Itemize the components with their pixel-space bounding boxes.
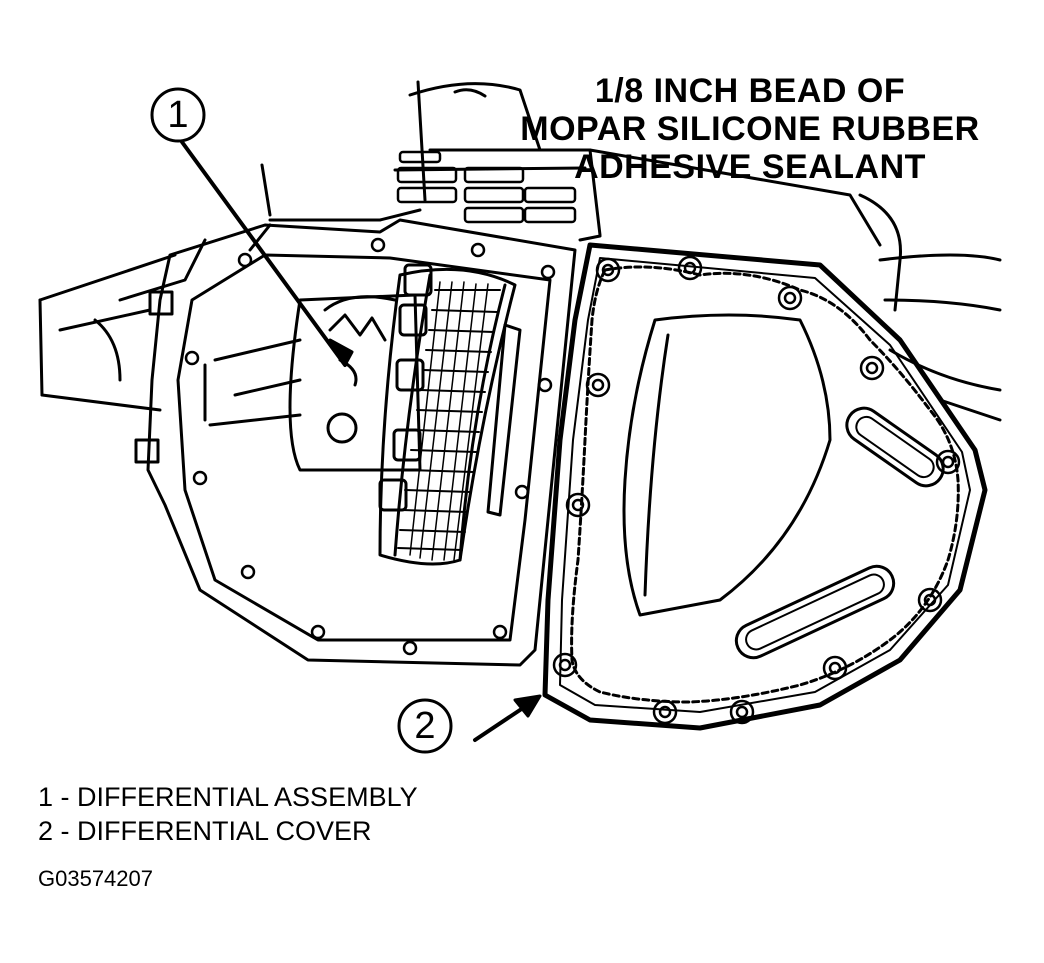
legend-item: 2 - DIFFERENTIAL COVER	[38, 816, 372, 846]
sealant-annotation-line: ADHESIVE SEALANT	[574, 148, 926, 186]
cover-bolts	[552, 255, 961, 725]
callout-1-number: 1	[167, 94, 189, 136]
differential-cover	[542, 242, 988, 731]
figure-id: G03574207	[38, 866, 153, 891]
housing-vents	[396, 150, 577, 224]
sealant-annotation-line: MOPAR SILICONE RUBBER	[520, 110, 980, 148]
legend-item: 1 - DIFFERENTIAL ASSEMBLY	[38, 782, 418, 812]
callout-2-marker	[397, 694, 542, 754]
legend: 1 - DIFFERENTIAL ASSEMBLY 2 - DIFFERENTI…	[38, 780, 418, 848]
sealant-annotation: 1/8 INCH BEAD OF MOPAR SILICONE RUBBER A…	[470, 72, 1030, 186]
ring-gear	[378, 263, 522, 566]
callout-1-marker	[150, 87, 354, 367]
sealant-annotation-line: 1/8 INCH BEAD OF	[594, 72, 906, 110]
flange-bolt-holes	[184, 237, 556, 656]
differential-case	[203, 293, 422, 472]
axle-nuts	[134, 290, 174, 464]
callout-2-number: 2	[414, 705, 436, 747]
housing-flange	[146, 218, 577, 667]
